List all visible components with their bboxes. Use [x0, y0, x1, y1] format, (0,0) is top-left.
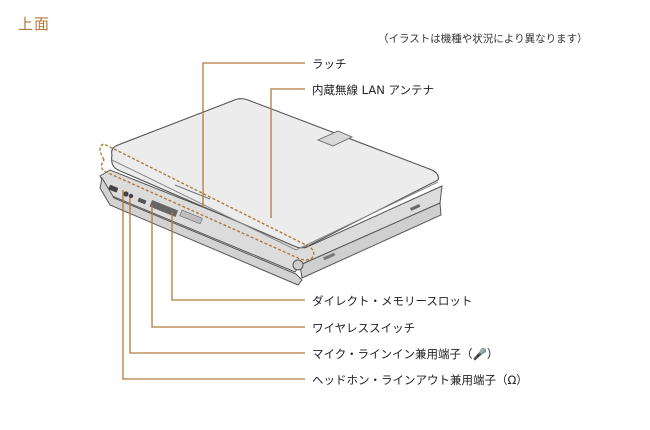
leader-antenna	[270, 88, 305, 218]
laptop-lid	[111, 98, 439, 249]
label-direct-memory-slot: ダイレクト・メモリースロット	[312, 294, 473, 308]
memory-slot	[149, 199, 179, 217]
section-title: 上面	[18, 15, 51, 33]
leader-mic	[129, 198, 305, 354]
leader-memory-slot	[171, 212, 305, 301]
laptop-lid-edge	[111, 159, 439, 251]
leader-wireless-switch	[151, 205, 305, 328]
right-side-slot	[323, 252, 336, 261]
laptop-side-right	[299, 202, 442, 279]
antenna-highlight	[99, 143, 315, 261]
front-corner-foot	[292, 259, 304, 271]
leader-latch	[202, 62, 305, 208]
label-mic-line-in: マイク・ラインイン兼用端子（🎤）	[312, 347, 499, 361]
laptop-side-front	[99, 176, 303, 286]
label-latch: ラッチ	[312, 57, 347, 71]
label-wireless-switch: ワイヤレススイッチ	[312, 321, 416, 335]
port-headphone-jack	[128, 193, 134, 199]
optical-drive-front	[179, 209, 203, 225]
illustration-note: （イラストは機種や状況により異なります）	[378, 33, 588, 45]
laptop-illustration	[99, 98, 443, 286]
label-wireless-lan-antenna: 内蔵無線 LAN アンテナ	[312, 83, 434, 97]
port-headphone	[108, 184, 119, 193]
latch-recess	[316, 130, 354, 147]
lid-groove	[174, 184, 211, 200]
leader-headphone	[122, 190, 305, 380]
wireless-switch	[137, 197, 147, 205]
right-side-port	[410, 204, 421, 211]
label-headphone-line-out: ヘッドホン・ラインアウト兼用端子（Ω）	[312, 373, 528, 387]
port-mic-jack	[123, 191, 129, 197]
